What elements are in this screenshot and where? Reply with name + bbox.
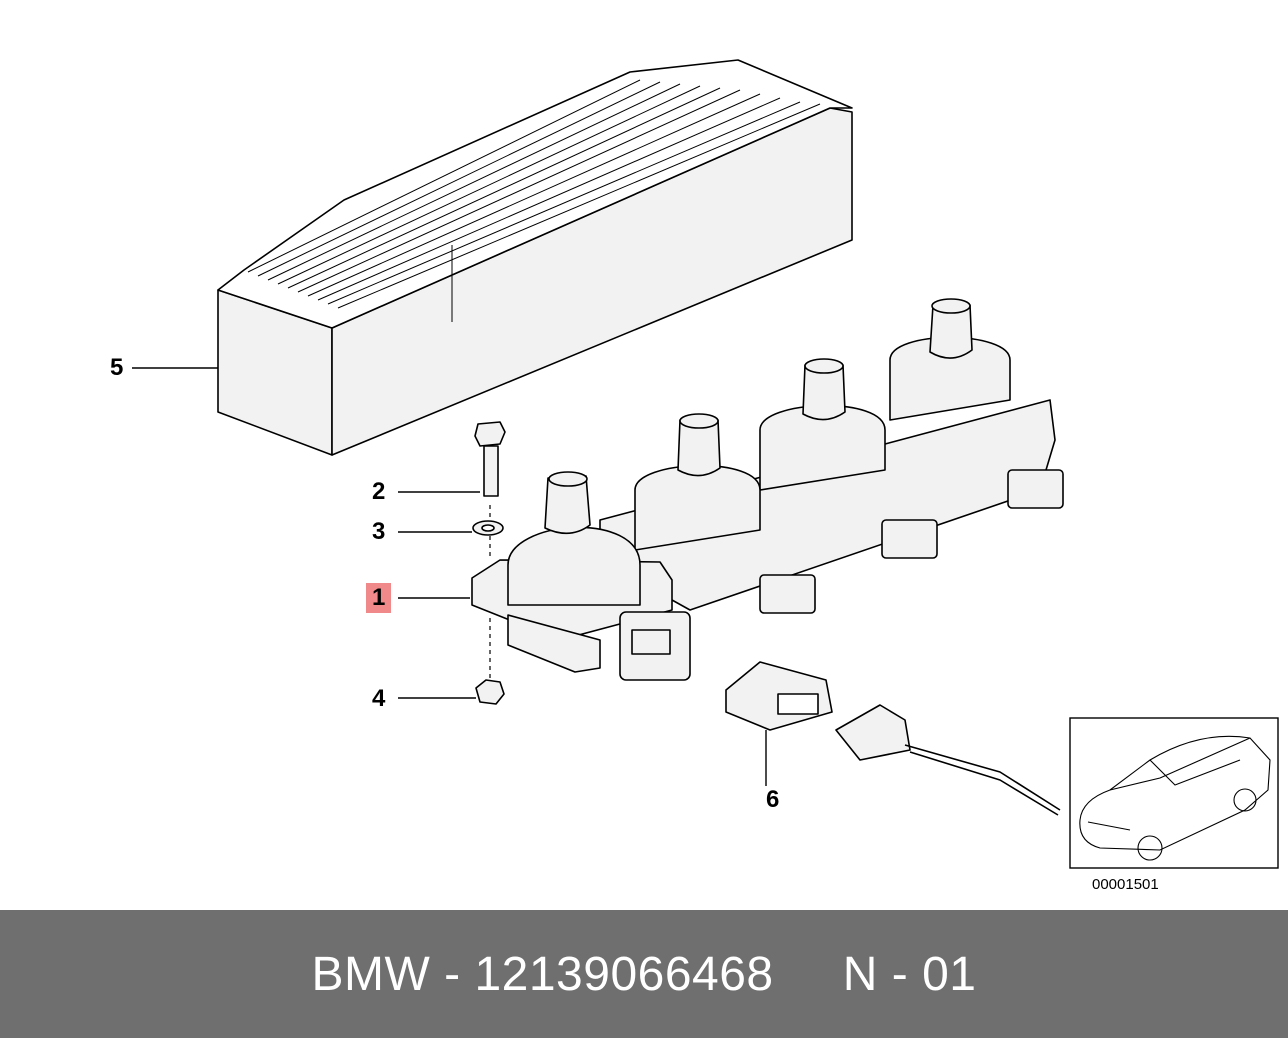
- callout-2: 2: [372, 478, 386, 505]
- footer-bar: BMW - 12139066468 N - 01: [0, 910, 1288, 1038]
- callout-4: 4: [372, 685, 386, 712]
- coil-rail: [599, 298, 1064, 614]
- callout-3: 3: [372, 518, 386, 545]
- leader-lines: [132, 367, 767, 786]
- ignition-coil-part[interactable]: [471, 471, 691, 681]
- callout-5: 5: [110, 354, 124, 381]
- connector-plug-part[interactable]: [725, 661, 833, 731]
- car-sedan-icon: [1079, 735, 1271, 861]
- car-thumbnail: [1069, 717, 1279, 869]
- callout-1: 1: [366, 583, 392, 613]
- parts-diagram: [132, 59, 1279, 869]
- callout-6: 6: [766, 786, 780, 813]
- washer-part[interactable]: [472, 520, 504, 536]
- part-number-caption: BMW - 12139066468 N - 01: [311, 947, 977, 1001]
- nut-part[interactable]: [475, 679, 505, 705]
- bolt-part[interactable]: [474, 421, 506, 497]
- diagram-code: 00001501: [1092, 876, 1159, 893]
- cable-part: [835, 704, 1061, 816]
- cover-part[interactable]: [217, 59, 853, 456]
